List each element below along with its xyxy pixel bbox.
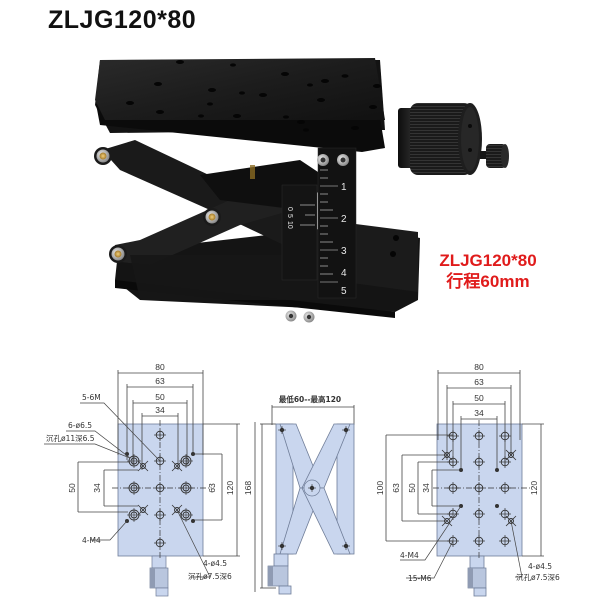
dim-height-50: 50 xyxy=(67,483,77,493)
bottom-callout-4-m4: 4-M4 xyxy=(400,551,419,560)
vernier-tick-5: 5 xyxy=(286,214,293,218)
callout-6-phi6-5: 6-ø6.5 xyxy=(68,421,92,430)
bottom-dim-height-34: 34 xyxy=(421,483,431,493)
vernier-scale: 1 2 3 4 5 0 5 10 xyxy=(281,147,357,323)
vernier-tick-0: 0 xyxy=(286,207,293,211)
scale-tick-2: 2 xyxy=(341,214,347,225)
overlay-model: ZLJG120*80 xyxy=(439,251,537,270)
dim-height-168: 168 xyxy=(243,481,253,495)
dim-height-34: 34 xyxy=(92,483,102,493)
adjustment-knob xyxy=(398,103,509,175)
bottom-view-drawing: 80 63 50 34 100 63 50 34 120 xyxy=(375,362,560,597)
dim-height-63: 63 xyxy=(207,483,217,493)
dim-width-80: 80 xyxy=(155,362,165,372)
dim-height-120: 120 xyxy=(225,481,235,495)
callout-counterbore-7-5: 沉孔ø7.5深6 xyxy=(188,572,232,581)
scale-tick-3: 3 xyxy=(341,246,347,257)
model-overlay: ZLJG120*80 行程60mm xyxy=(418,250,558,292)
bottom-dim-height-63: 63 xyxy=(391,483,401,493)
pivot-bolts xyxy=(94,147,221,263)
callout-counterbore-11: 沉孔ø11深6.5 xyxy=(46,434,95,443)
callout-4-phi4-5: 4-ø4.5 xyxy=(203,559,227,568)
bottom-dim-width-63: 63 xyxy=(474,377,484,387)
top-plate xyxy=(95,58,385,152)
dim-width-34: 34 xyxy=(155,405,165,415)
callout-5-6m: 5-6M xyxy=(82,393,101,402)
bottom-callout-4-phi4-5: 4-ø4.5 xyxy=(528,562,552,571)
dim-height-range: 最低60--最高120 xyxy=(279,394,341,404)
bottom-dim-width-34: 34 xyxy=(474,408,484,418)
bottom-callout-15-m6: 15-M6 xyxy=(408,574,432,583)
side-view-drawing: 最低60--最高120 xyxy=(260,394,355,595)
bottom-dim-width-50: 50 xyxy=(474,393,484,403)
bottom-dim-width-80: 80 xyxy=(474,362,484,372)
scale-tick-5: 5 xyxy=(341,286,347,297)
callout-4-m4: 4-M4 xyxy=(82,536,101,545)
dim-width-50: 50 xyxy=(155,392,165,402)
scale-tick-1: 1 xyxy=(341,182,347,193)
bottom-dim-height-50: 50 xyxy=(407,483,417,493)
dim-width-63: 63 xyxy=(155,376,165,386)
product-photo: 1 2 3 4 5 0 5 10 xyxy=(94,58,509,323)
bottom-callout-counterbore: 沉孔ø7.5深6 xyxy=(516,573,560,582)
scale-tick-4: 4 xyxy=(341,268,347,279)
vernier-tick-10: 10 xyxy=(286,221,293,229)
technical-drawings: 80 63 50 34 50 34 63 120 168 xyxy=(44,362,560,597)
product-title: ZLJG120*80 xyxy=(48,6,197,34)
bottom-dim-height-120: 120 xyxy=(529,481,539,495)
top-view-drawing: 80 63 50 34 50 34 63 120 168 xyxy=(44,362,256,597)
overlay-stroke: 行程60mm xyxy=(446,272,530,291)
bottom-dim-height-100: 100 xyxy=(375,481,385,495)
